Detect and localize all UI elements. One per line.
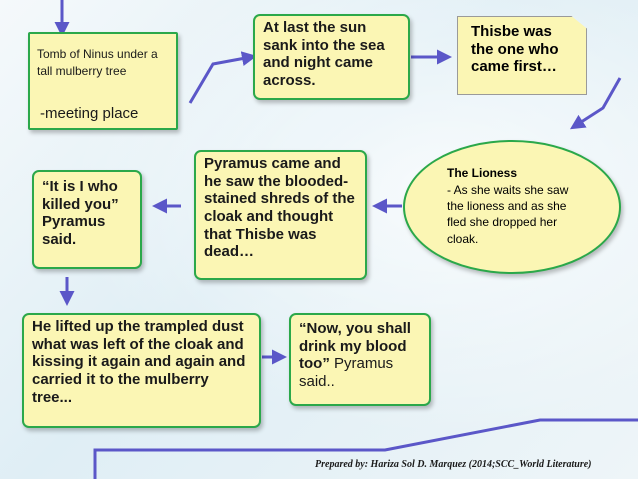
- tomb-subtitle: -meeting place: [40, 105, 139, 122]
- lifted-dust-text: He lifted up the trampled dust what was …: [32, 318, 246, 406]
- node-drink-blood: “Now, you shall drink my blood too” Pyra…: [289, 313, 431, 406]
- killed-you-text: “It is I who killed you” Pyramus said.: [42, 178, 119, 249]
- footer-credit: Prepared by: Hariza Sol D. Marquez (2014…: [315, 459, 592, 470]
- sun-sank-text: At last the sun sank into the sea and ni…: [263, 19, 385, 90]
- lioness-title: The Lioness: [447, 166, 518, 180]
- drink-blood-speaker: Pyramus said..: [299, 355, 394, 391]
- drink-blood-quote: “Now, you shall drink my blood too”: [299, 320, 411, 373]
- arrow-tomb-to-sun: [188, 51, 257, 104]
- arrow-bottom-loop: [93, 418, 638, 479]
- node-sun-sank: At last the sun sank into the sea and ni…: [253, 14, 410, 100]
- node-killed-you: “It is I who killed you” Pyramus said.: [32, 170, 142, 269]
- node-pyramus-came: Pyramus came and he saw the blooded-stai…: [194, 150, 367, 280]
- node-lioness: The Lioness - As she waits she saw the l…: [403, 140, 621, 274]
- arrow-thisbe-to-lioness: [569, 77, 622, 130]
- lioness-body: - As she waits she saw the lioness and a…: [447, 183, 569, 246]
- node-thisbe-came: Thisbe was the one who came first…: [457, 16, 587, 95]
- node-tomb: Tomb of Ninus under a tall mulberry tree…: [28, 32, 178, 130]
- node-lifted-dust: He lifted up the trampled dust what was …: [22, 313, 261, 428]
- thisbe-came-text: Thisbe was the one who came first…: [471, 23, 559, 76]
- pyramus-came-text: Pyramus came and he saw the blooded-stai…: [204, 155, 355, 261]
- tomb-title: Tomb of Ninus under a tall mulberry tree: [37, 47, 158, 78]
